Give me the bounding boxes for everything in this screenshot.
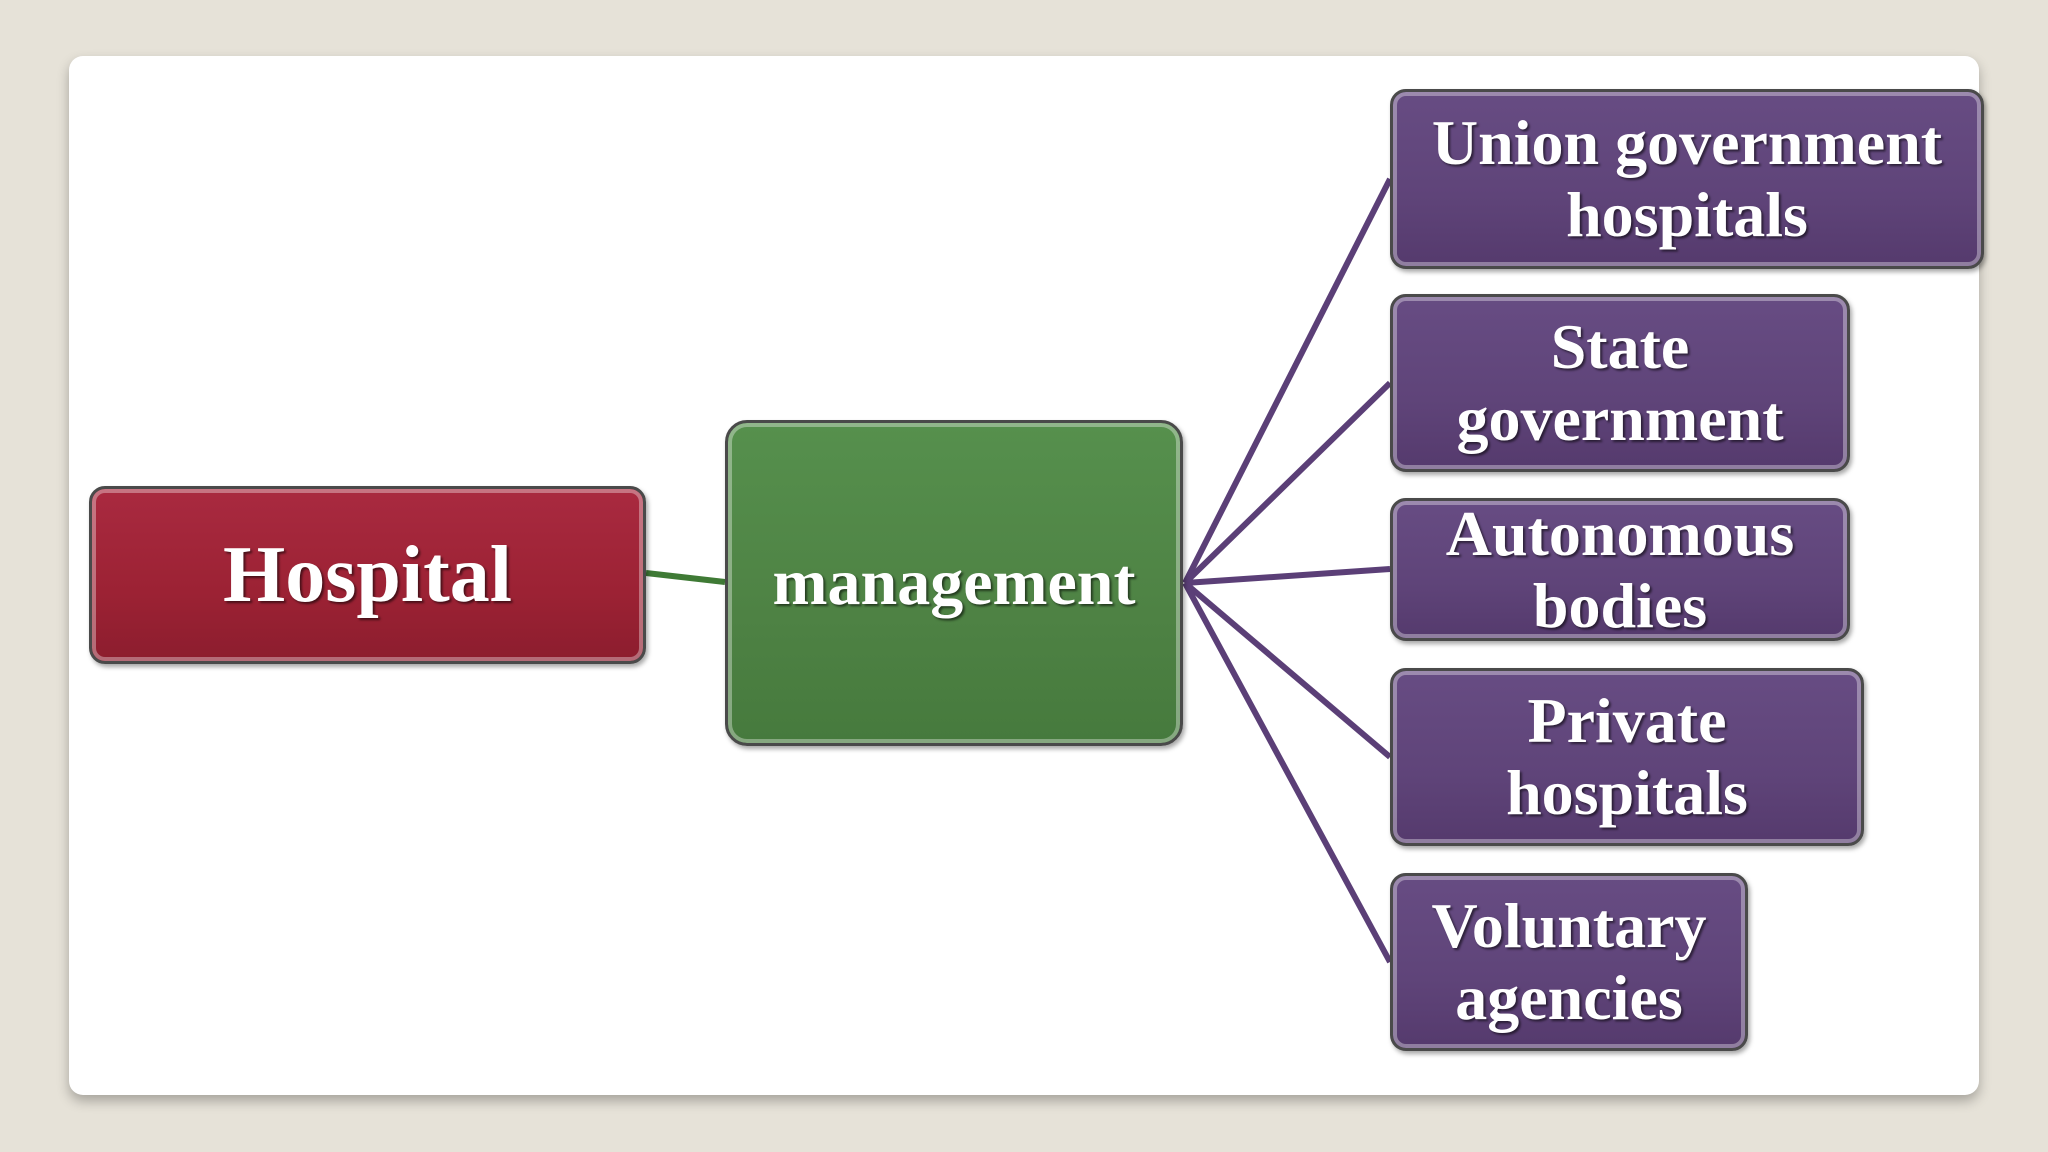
node-management: management: [725, 420, 1183, 746]
node-label-line-2: government: [1456, 383, 1784, 454]
connector-middle-leaf-1: [1182, 177, 1393, 585]
node-label-line-1: Autonomous: [1445, 497, 1795, 569]
connector-middle-leaf-4: [1183, 580, 1392, 760]
connector-root-middle: [645, 570, 726, 585]
connector-middle-leaf-5: [1182, 581, 1393, 964]
node-private-hospitals: Private hospitals: [1390, 668, 1864, 846]
connector-middle-leaf-3: [1184, 566, 1391, 586]
node-label-line-1: Private: [1527, 685, 1727, 756]
node-label-line-2: hospitals: [1506, 757, 1748, 828]
node-hospital: Hospital: [89, 486, 646, 664]
node-label-line-2: hospitals: [1566, 179, 1808, 250]
node-label-line-1: Voluntary: [1431, 890, 1707, 961]
node-hospital-label: Hospital: [223, 530, 512, 619]
node-management-label: management: [772, 546, 1136, 619]
node-label-line-2: agencies: [1455, 962, 1683, 1033]
node-state-government: State government: [1390, 294, 1850, 472]
node-autonomous-bodies: Autonomous bodies: [1390, 498, 1850, 641]
node-union-government-hospitals: Union government hospitals: [1390, 89, 1984, 269]
connector-middle-leaf-2: [1182, 380, 1393, 586]
node-label-line-2: bodies: [1532, 569, 1708, 641]
node-voluntary-agencies: Voluntary agencies: [1390, 873, 1748, 1051]
node-label-line-1: State: [1550, 311, 1690, 382]
node-label-line-1: Union government: [1431, 107, 1943, 178]
